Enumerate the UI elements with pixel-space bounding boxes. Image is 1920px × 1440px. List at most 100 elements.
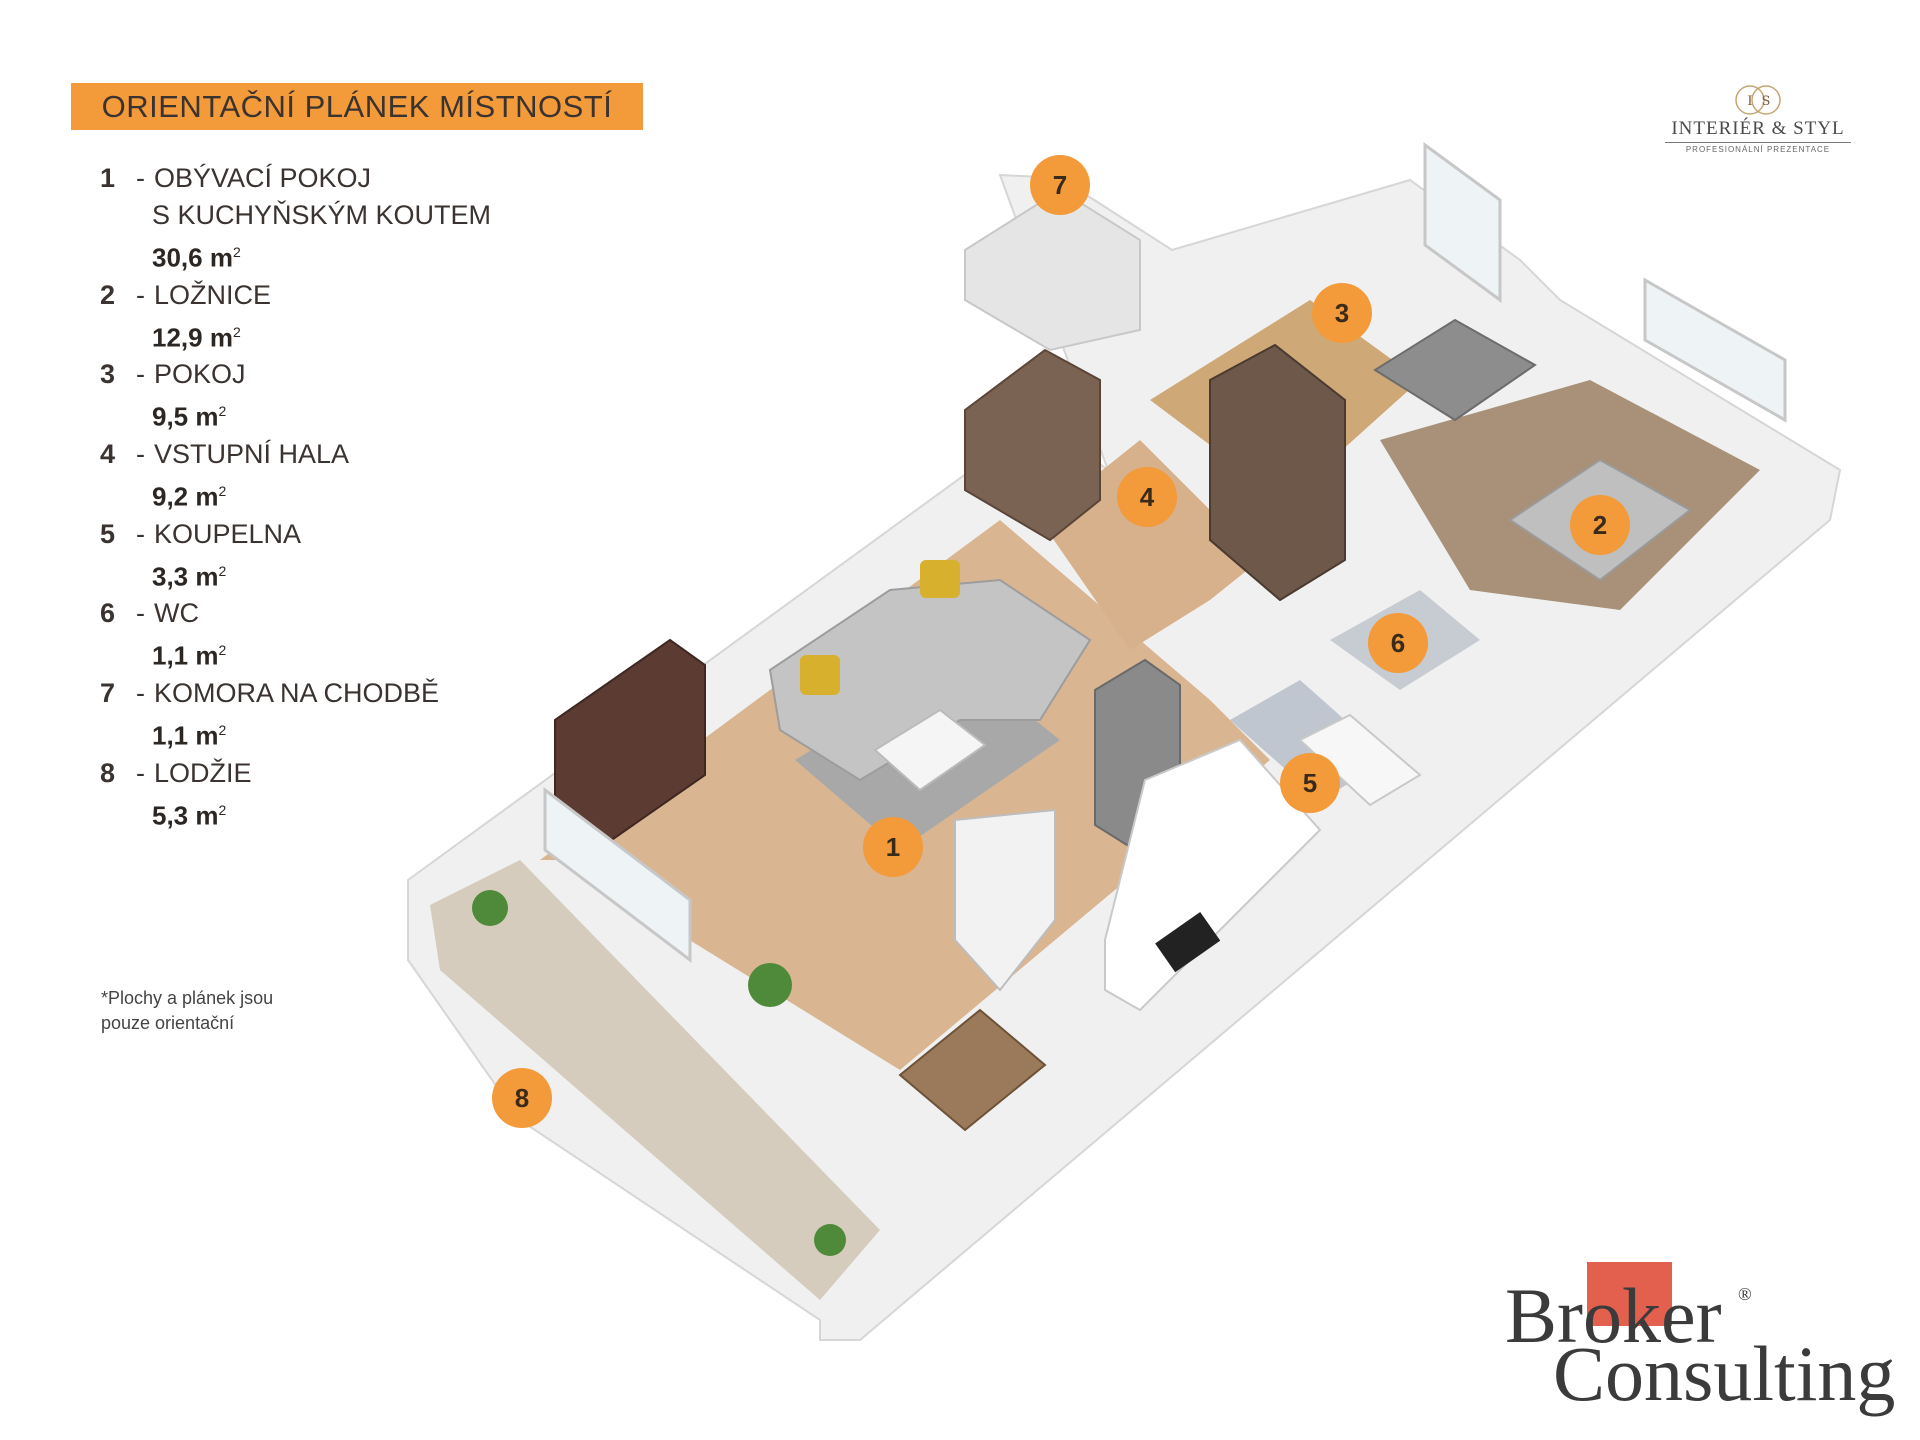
bathtub	[1298, 713, 1422, 807]
legend-room-area: 30,6 m2	[152, 234, 530, 277]
legend-row: 4-VSTUPNÍ HALA	[100, 436, 530, 473]
area-value: 3,3 m	[152, 561, 219, 592]
bc-registered-mark: ®	[1738, 1284, 1752, 1304]
cooktop	[1155, 912, 1221, 973]
legend-dash: -	[136, 359, 145, 390]
area-value: 1,1 m	[152, 640, 219, 671]
legend-room-area: 9,2 m2	[152, 473, 530, 516]
room-marker-label: 3	[1335, 298, 1349, 328]
legend-room-area: 1,1 m2	[152, 632, 530, 675]
legend-room-area: 9,5 m2	[152, 393, 530, 436]
legend-row: 8-LODŽIE	[100, 755, 530, 792]
legend-room-area: 12,9 m2	[152, 314, 530, 357]
window-bedroom	[1643, 277, 1787, 423]
legend-row: 6-WC	[100, 595, 530, 632]
legend-number: 4	[100, 438, 116, 469]
room-marker: 6	[1368, 613, 1428, 673]
room-marker-label: 4	[1140, 482, 1155, 512]
area-unit-superscript: 2	[218, 721, 227, 738]
sofa-cushion-yellow-2	[800, 655, 840, 695]
legend-dash: -	[136, 677, 145, 708]
room-marker: 8	[492, 1068, 552, 1128]
area-value: 9,2 m	[152, 481, 219, 512]
legend-number: 1	[100, 163, 116, 193]
room-marker-circle	[1117, 467, 1177, 527]
legend-row: 5-KOUPELNA	[100, 516, 530, 553]
monogram-left: I	[1747, 94, 1752, 109]
legend-number: 7	[100, 677, 116, 708]
plant-icon-3	[814, 1224, 846, 1256]
legend-room-name: OBÝVACÍ POKOJ	[154, 163, 372, 193]
legend-room-area: 5,3 m2	[152, 792, 530, 835]
page-title: ORIENTAČNÍ PLÁNEK MÍSTNOSTÍ	[101, 88, 613, 124]
room-marker-circle	[1030, 155, 1090, 215]
room-marker-label: 5	[1303, 768, 1317, 798]
area-unit-superscript: 2	[232, 323, 241, 340]
legend-dash: -	[136, 438, 145, 469]
room-marker: 4	[1117, 467, 1177, 527]
area-value: 30,6 m	[152, 242, 233, 273]
room-marker-label: 8	[515, 1083, 529, 1113]
legend-room-name: KOMORA NA CHODBĚ	[154, 677, 440, 708]
legend-row: 2-LOŽNICE	[100, 277, 530, 314]
plant-icon	[472, 890, 508, 926]
room-marker-circle	[863, 817, 923, 877]
room-marker: 3	[1312, 283, 1372, 343]
room-marker-circle	[1280, 753, 1340, 813]
room-marker-circle	[1312, 283, 1372, 343]
loggia-floor	[430, 860, 880, 1300]
legend-number: 3	[100, 359, 116, 390]
bc-line-1: Broker	[1505, 1272, 1722, 1359]
legend-dash: -	[136, 757, 145, 788]
legend-number: 8	[100, 757, 116, 788]
bc-red-square	[1587, 1262, 1672, 1326]
room-marker: 5	[1280, 753, 1340, 813]
room-marker: 7	[1030, 155, 1090, 215]
area-unit-superscript: 2	[218, 642, 227, 659]
area-value: 5,3 m	[152, 800, 219, 831]
room-marker-circle	[1368, 613, 1428, 673]
disclaimer-note: *Plochy a plánek jsou pouze orientační	[101, 986, 341, 1036]
area-unit-superscript: 2	[232, 244, 241, 260]
wardrobe-right	[1209, 343, 1346, 602]
room-markers: 1 2 3 4 5 6 7 8	[492, 155, 1630, 1128]
wardrobe-left	[964, 348, 1101, 542]
legend-dash: -	[136, 518, 145, 549]
area-value: 9,5 m	[152, 401, 219, 432]
legend-dash: -	[136, 163, 145, 193]
area-value: 12,9 m	[152, 322, 233, 353]
title-banner: ORIENTAČNÍ PLÁNEK MÍSTNOSTÍ	[71, 83, 643, 130]
room-marker-label: 1	[886, 832, 900, 862]
area-unit-superscript: 2	[218, 403, 227, 420]
legend-room-name: LOŽNICE	[154, 279, 272, 310]
coffee-table	[873, 708, 987, 792]
legend-room-area: 1,1 m2	[152, 712, 530, 755]
legend-room-name: WC	[154, 598, 199, 629]
legend-room-name: VSTUPNÍ HALA	[154, 438, 350, 469]
bc-line-2: Consulting	[1553, 1330, 1895, 1417]
sofa-cushion-yellow	[920, 560, 960, 598]
room-marker-label: 7	[1053, 170, 1067, 200]
window-room-3	[1423, 142, 1502, 303]
broker-consulting-logo: Broker ® Consulting	[1505, 1262, 1905, 1422]
is-tagline: PROFESIONÁLNÍ PREZENTACE	[1685, 145, 1831, 154]
note-line-1: *Plochy a plánek jsou	[101, 988, 274, 1008]
window-living	[543, 786, 692, 964]
legend-number: 5	[100, 518, 116, 549]
legend-number: 6	[100, 598, 116, 629]
area-unit-superscript: 2	[218, 482, 227, 499]
is-monogram: I S	[1665, 82, 1851, 118]
legend-room-name: POKOJ	[154, 359, 246, 390]
room-marker-circle	[492, 1068, 552, 1128]
legend-row: 1-OBÝVACÍ POKOJ	[100, 160, 530, 197]
legend-dash: -	[136, 279, 145, 310]
room-marker: 2	[1570, 495, 1630, 555]
bed-room-3	[1373, 318, 1537, 422]
